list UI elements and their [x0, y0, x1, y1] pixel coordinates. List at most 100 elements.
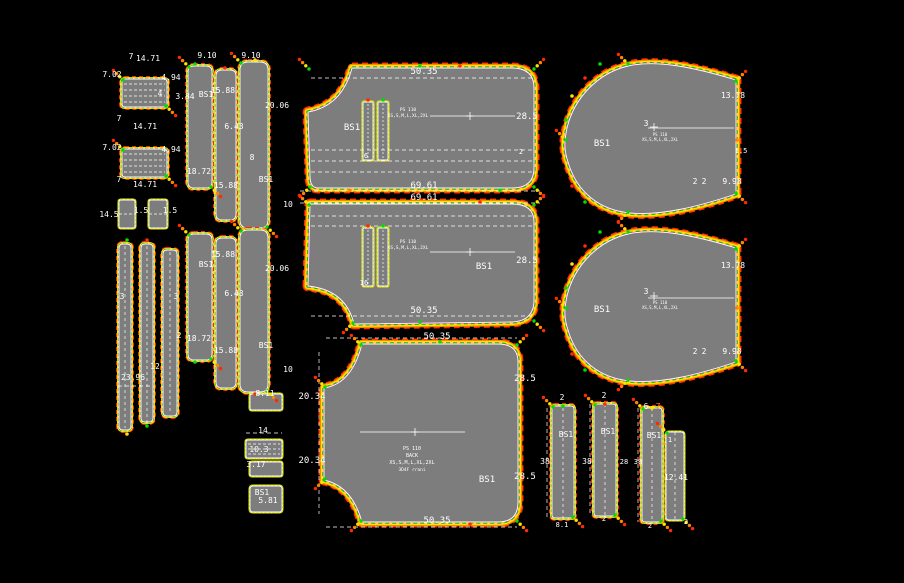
notch-dot	[583, 393, 588, 398]
notch-dot	[193, 62, 197, 66]
pattern-piece-facing-top[interactable]	[237, 59, 271, 231]
dim-text: 69.61	[410, 181, 437, 191]
notch-dot	[313, 375, 318, 380]
notch-dot	[740, 365, 745, 370]
pattern-piece-pocket-top-1[interactable]	[361, 100, 375, 162]
notch-dot	[418, 320, 422, 324]
notch-dot	[626, 62, 630, 66]
dim-text: 6	[644, 402, 649, 411]
dim-text: 8.1	[556, 521, 569, 529]
pattern-piece-band-top-1[interactable]	[185, 63, 215, 191]
dim-text: 9.98	[722, 347, 741, 356]
dim-text: XS,S,M,L,XL,2XL	[642, 305, 679, 310]
notch-dot	[114, 71, 119, 76]
pattern-piece-sleeve-top[interactable]	[559, 58, 742, 220]
pattern-piece-sleeve-bottom[interactable]	[559, 226, 742, 388]
dim-text: 6.43	[224, 289, 243, 298]
notch-dot	[236, 226, 240, 230]
notch-dot	[524, 528, 529, 533]
dim-text: 9.98	[722, 177, 741, 186]
notch-dot	[577, 521, 582, 526]
dim-text: 20.34	[298, 392, 325, 402]
notch-dot	[541, 328, 546, 333]
notch-dot	[735, 138, 739, 142]
piece-outline	[362, 101, 374, 161]
dim-text: PS 110	[400, 239, 417, 245]
pattern-piece-tab-d3[interactable]	[248, 460, 284, 478]
notch-dot	[619, 216, 624, 221]
dim-text: 4.94	[161, 73, 180, 82]
dim-text: 15.88	[211, 86, 235, 95]
notch-dot	[634, 400, 639, 405]
pattern-piece-tab-d4[interactable]	[248, 484, 284, 514]
dim-text: 2	[177, 331, 182, 340]
notch-dot	[173, 113, 178, 118]
pattern-piece-band-top-2[interactable]	[213, 67, 239, 223]
dim-text: BS1	[479, 475, 495, 485]
pattern-piece-pocket-mid-2[interactable]	[376, 226, 390, 288]
pattern-piece-facing-bottom[interactable]	[237, 227, 271, 395]
dim-text: 2	[519, 148, 523, 156]
dim-text: BACK	[406, 453, 418, 459]
dim-text: 8	[250, 153, 255, 162]
notch-dot	[173, 183, 178, 188]
dim-text: 6.43	[224, 122, 243, 131]
pattern-piece-collar-bottom[interactable]	[119, 146, 170, 180]
notch-dot	[668, 528, 673, 533]
notch-dot	[164, 174, 168, 178]
notch-dot	[458, 64, 462, 68]
notch-dot	[418, 64, 422, 68]
pattern-piece-pocket-top-2[interactable]	[376, 100, 390, 162]
notch-dot	[356, 340, 360, 344]
notch-dot	[551, 405, 555, 409]
dim-text: 28	[620, 458, 628, 466]
dim-text: 7	[656, 402, 661, 411]
dim-text: 13.78	[721, 261, 745, 270]
pattern-piece-band-bottom-1[interactable]	[185, 231, 215, 363]
notch-dot	[681, 517, 685, 521]
pattern-piece-body-back[interactable]	[318, 338, 524, 528]
dim-text: 1.5	[134, 206, 149, 215]
notch-dot	[121, 78, 125, 82]
dim-text: 3	[120, 292, 125, 301]
dim-text: 7.02	[102, 143, 121, 152]
notch-dot	[177, 223, 182, 228]
notch-dot	[145, 238, 149, 242]
notch-dot	[351, 321, 355, 325]
dim-text: 28.5	[516, 256, 538, 266]
dim-text: BS1	[559, 430, 574, 439]
notch-dot	[253, 392, 257, 396]
notch-dot	[662, 428, 666, 432]
piece-outline	[121, 148, 168, 178]
notch-dot	[307, 67, 311, 71]
pattern-piece-band-bottom-2[interactable]	[213, 235, 239, 391]
notch-dot	[209, 357, 213, 361]
notch-dot	[616, 52, 621, 57]
dim-text: PS 110	[653, 300, 668, 305]
notch-dot	[743, 200, 748, 205]
notch-dot	[586, 396, 591, 401]
notch-dot	[593, 403, 597, 407]
notch-dot	[320, 382, 324, 386]
dim-text: BS1	[594, 139, 610, 149]
notch-dot	[616, 387, 621, 392]
dim-text: 50.35	[410, 306, 437, 316]
pattern-piece-tab-left-2[interactable]	[147, 198, 169, 230]
notch-dot	[218, 366, 223, 371]
notch-dot	[665, 525, 670, 530]
dim-text: 13.78	[721, 91, 745, 100]
pattern-piece-body-top[interactable]	[302, 62, 540, 194]
notch-dot	[212, 188, 216, 192]
notch-dot	[548, 402, 552, 406]
notch-dot	[535, 322, 539, 326]
notch-dot	[564, 306, 568, 310]
notch-dot	[478, 200, 482, 204]
pattern-piece-pocket-mid-1[interactable]	[361, 226, 375, 288]
notch-dot	[623, 381, 627, 385]
notch-dot	[616, 516, 620, 520]
notch-dot	[590, 400, 594, 404]
notch-dot	[687, 523, 692, 528]
notch-dot	[734, 359, 738, 363]
notch-dot	[570, 352, 574, 356]
